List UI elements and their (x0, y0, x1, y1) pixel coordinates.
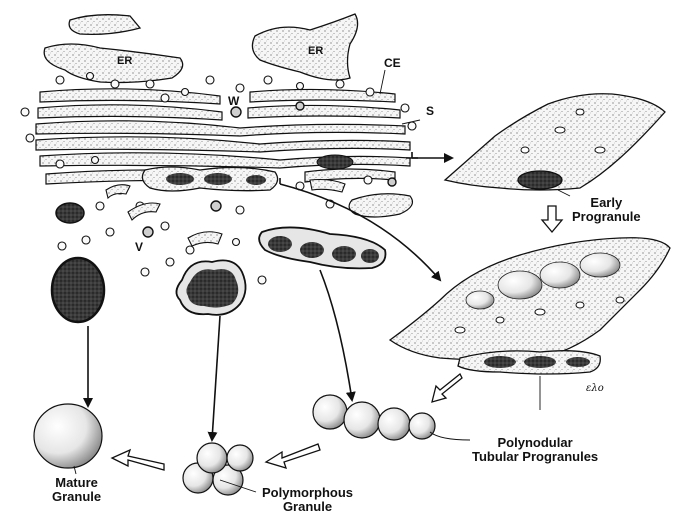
polymorphous-granule-label: Polymorphous Granule (262, 486, 353, 514)
er-cisterna-right (252, 14, 357, 80)
polymorphous-label-line2: Granule (262, 500, 353, 514)
early-label-line2: Progranule (572, 210, 641, 224)
early-progranule-label: Early Progranule (572, 196, 641, 224)
early-label-line1: Early (572, 196, 641, 210)
er-cisterna-lower (349, 194, 412, 217)
er-label-right: ER (308, 44, 323, 58)
polymorphous-label-line1: Polymorphous (262, 486, 353, 500)
polynodular-sheet (390, 238, 670, 374)
v-label: V (135, 240, 143, 254)
er-cisterna-left (44, 44, 183, 83)
artist-signature: ελο (586, 382, 604, 396)
mature-label-line2: Granule (52, 490, 101, 504)
mature-granule (34, 404, 102, 468)
polynodular-label: Polynodular Tubular Progranules (472, 436, 598, 464)
s-label: S (426, 104, 434, 118)
w-label: W (228, 94, 239, 108)
polynodular-dense-granule (259, 227, 385, 268)
polynodular-tubular-progranule (313, 395, 435, 440)
polymorphous-dense-granule (176, 260, 245, 315)
trans-golgi-progranule (142, 167, 277, 191)
dense-granule-left (52, 258, 104, 322)
polynodular-label-line2: Tubular Progranules (472, 450, 598, 464)
ce-label: CE (384, 56, 401, 70)
er-label-left: ER (117, 54, 132, 68)
polynodular-label-line1: Polynodular (472, 436, 598, 450)
early-progranule (445, 94, 665, 190)
er-cisterna-top (69, 15, 140, 35)
mature-label-line1: Mature (52, 476, 101, 490)
mature-granule-label: Mature Granule (52, 476, 101, 504)
